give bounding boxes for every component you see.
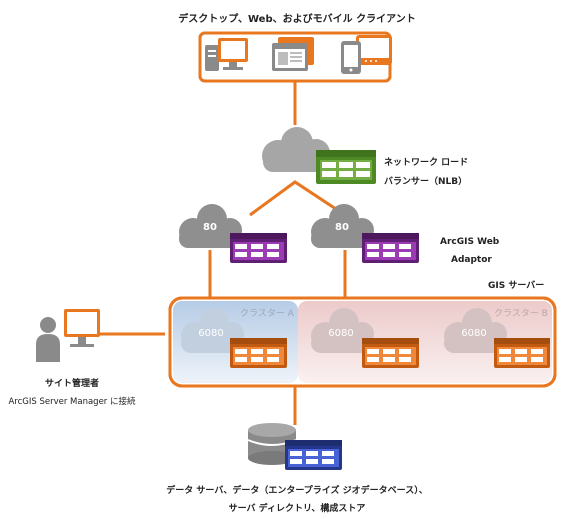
admin-label-1: サイト管理者 [45,377,99,389]
gis-server-node-2-server-icon [362,338,419,368]
load-balancer-label-2: バランサー（NLB） [384,176,467,187]
port-6080-1: 6080 [198,328,223,339]
port-6080-2: 6080 [328,328,353,339]
database-icon [247,423,297,465]
admin-person-icon [36,317,60,362]
web-adaptor-left: 80 [179,204,287,263]
web-adaptor-label-2: Adaptor [451,255,492,265]
admin-label-2: ArcGIS Server Manager に接続 [8,396,136,407]
web-adaptor-label-1: ArcGIS Web [440,237,500,247]
mobile-device-icon [341,35,392,74]
load-balancer-cloud [262,127,330,172]
data-server-label-1: データ サーバ、データ（エンタープライズ ジオデータベース）、 [166,484,427,496]
data-server-label-2: サーバ ディレクトリ、構成ストア [229,502,366,514]
admin-monitor-icon [64,309,100,347]
port-6080-3: 6080 [461,328,486,339]
web-adaptor-server-icon-right [362,233,419,263]
gis-server-node-1: 6080 [181,308,287,368]
port-80-left: 80 [203,222,217,233]
clients-label: デスクトップ、Web、およびモバイル クライアント [178,12,415,25]
gis-server-label: GIS サーバー [488,280,544,291]
cluster-a-label: クラスター A [240,308,295,319]
desktop-icon [205,38,248,71]
gis-server-node-3-server-icon [494,338,550,368]
connector-lines [100,82,347,425]
data-server-icon [285,440,342,470]
cluster-b-label: クラスター B [494,308,548,319]
load-balancer-server-icon [316,150,376,184]
load-balancer-label-1: ネットワーク ロード [384,157,468,168]
gis-server-node-1-server-icon [230,338,287,368]
web-adaptor-right: 80 [311,204,419,263]
client-devices-panel [198,31,392,83]
gis-server-node-2: 6080 [311,308,419,368]
web-adaptor-server-icon-left [230,233,287,263]
port-80-right: 80 [335,222,349,233]
web-browser-icon [272,37,314,71]
gis-server-node-3: 6080 [444,308,550,368]
